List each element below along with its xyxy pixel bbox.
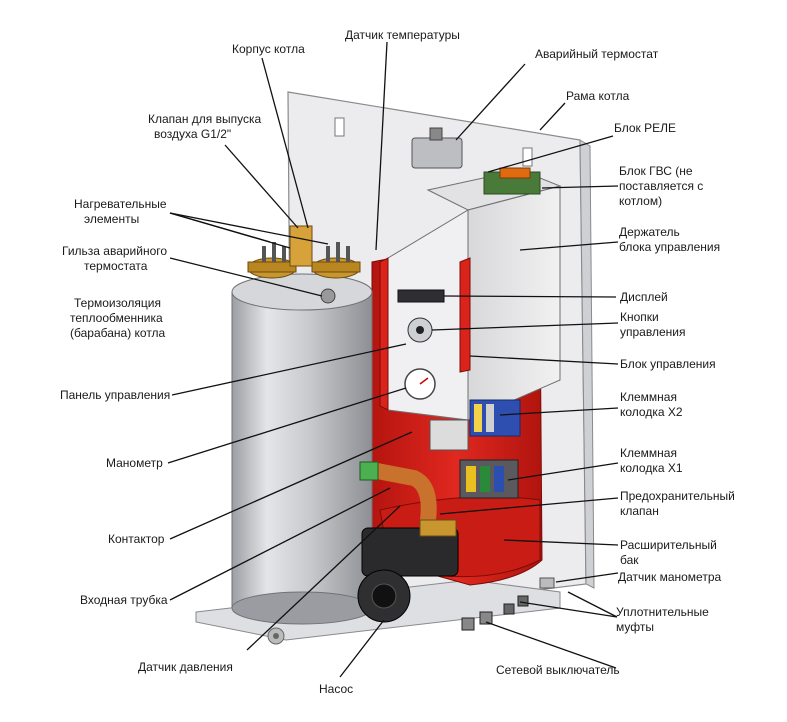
label-insulation-2: теплообменника [70, 311, 163, 325]
label-korpus: Корпус котла [232, 42, 305, 56]
control-unit [379, 127, 562, 421]
label-frame: Рама котла [566, 89, 630, 103]
label-manometer: Манометр [106, 456, 163, 470]
label-temperature-sensor: Датчик температуры [345, 28, 460, 42]
label-heating-elements-2: элементы [84, 212, 140, 226]
label-control-unit: Блок управления [620, 357, 716, 371]
label-air-valve-2: воздуха G1/2" [154, 127, 232, 141]
label-sleeve-1: Гильза аварийного [62, 244, 168, 258]
terminal-blocks [429, 399, 521, 499]
label-expansion-tank-1: Расширительный [620, 538, 717, 552]
label-seal-couplings-1: Уплотнительные [616, 605, 709, 619]
label-relay-block: Блок РЕЛЕ [614, 121, 677, 135]
label-contactor: Контактор [108, 532, 165, 546]
label-dhw-block-2: поставляется с [619, 179, 704, 193]
label-dhw-block-1: Блок ГВС (не [619, 164, 693, 178]
label-holder-1: Держатель [619, 225, 680, 239]
label-sleeve-2: термостата [84, 259, 148, 273]
label-buttons-1: Кнопки [620, 310, 659, 324]
heating-elements [247, 225, 361, 304]
label-display: Дисплей [620, 290, 668, 304]
label-safety-valve-1: Предохранительный [620, 489, 735, 503]
label-emergency-thermostat: Аварийный термостат [535, 47, 659, 61]
label-terminal-x2-2: колодка Х2 [620, 405, 683, 419]
label-terminal-x1-1: Клеммная [620, 446, 677, 460]
label-holder-2: блока управления [619, 240, 721, 254]
label-air-valve-1: Клапан для выпуска [148, 112, 262, 126]
label-safety-valve-2: клапан [620, 504, 659, 518]
label-seal-couplings-2: муфты [616, 620, 654, 634]
leader-lines [167, 41, 619, 678]
label-heating-elements-1: Нагревательные [74, 197, 167, 211]
label-insulation-3: (барабана) котла [70, 326, 166, 340]
label-dhw-block-3: котлом) [619, 194, 663, 208]
label-inlet-pipe: Входная трубка [80, 593, 168, 607]
label-pressure-sensor: Датчик давления [138, 660, 233, 674]
label-manometer-sensor: Датчик манометра [618, 570, 722, 584]
label-terminal-x1-2: колодка Х1 [620, 461, 683, 475]
heat-exchanger-cylinder [231, 273, 373, 625]
label-terminal-x2-1: Клеммная [620, 390, 677, 404]
label-power-switch: Сетевой выключатель [496, 663, 620, 677]
label-insulation-1: Термоизоляция [74, 296, 161, 310]
seal-couplings [461, 577, 555, 631]
label-pump: Насос [319, 682, 354, 696]
label-buttons-2: управления [620, 325, 686, 339]
label-control-panel: Панель управления [60, 388, 171, 402]
label-expansion-tank-2: бак [620, 553, 639, 567]
pump [357, 519, 459, 623]
